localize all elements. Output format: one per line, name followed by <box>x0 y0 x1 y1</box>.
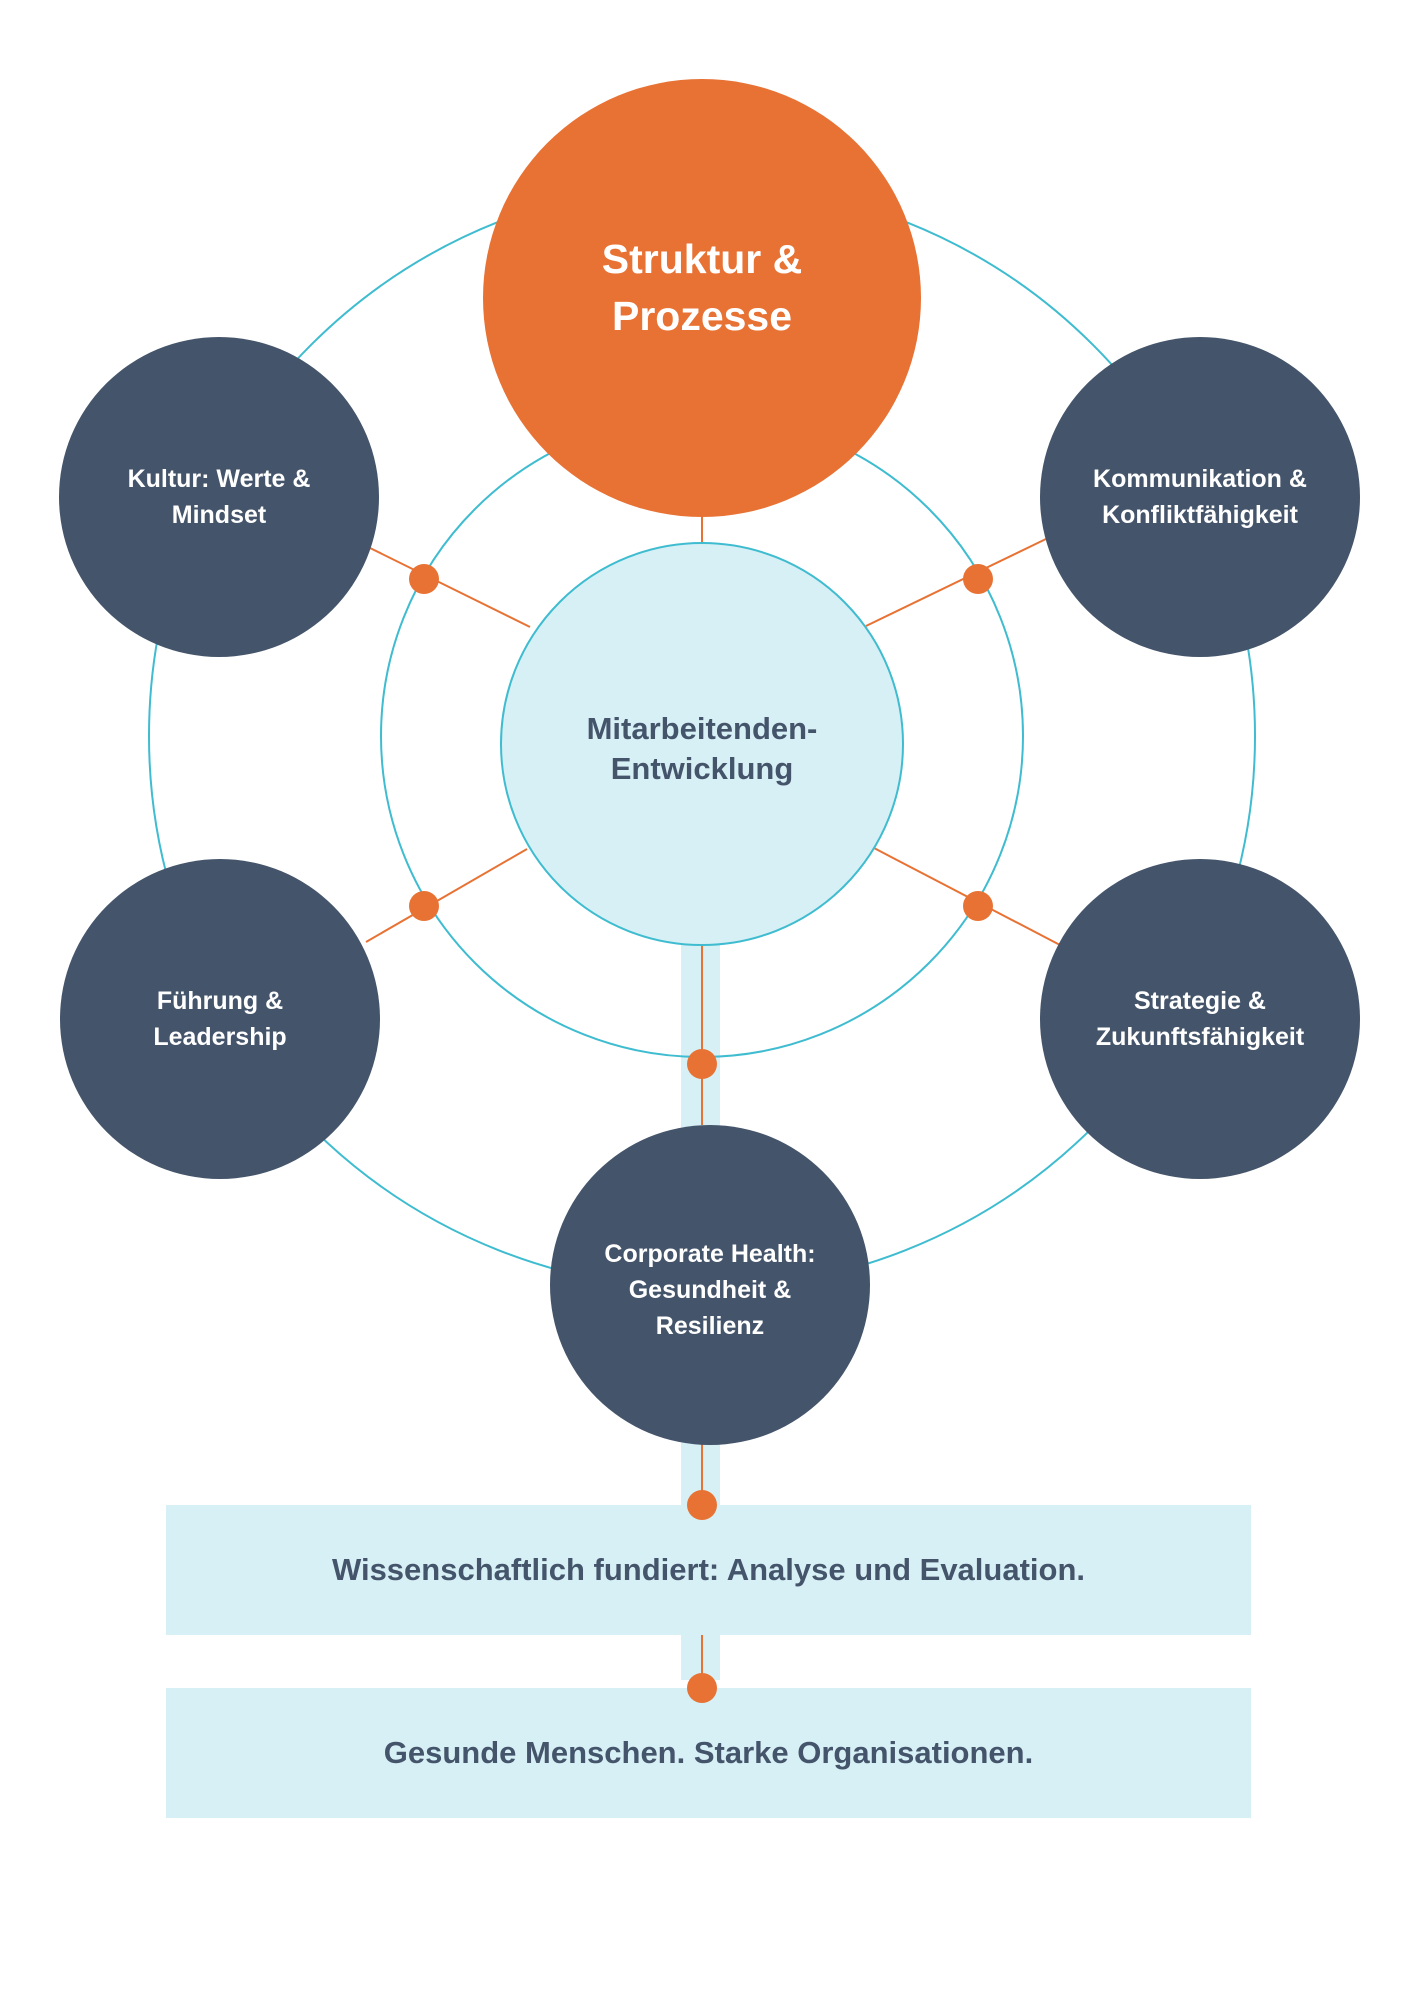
junction-dot <box>409 564 439 594</box>
top-node-circle <box>483 79 921 517</box>
health-node-label: Corporate Health: Gesundheit & Resilienz <box>604 1240 816 1340</box>
spoke-leadership <box>365 848 528 943</box>
culture-node-circle <box>59 337 379 657</box>
spoke-communication <box>865 537 1049 627</box>
spoke-culture <box>369 547 531 628</box>
center-node-label: Mitarbeitenden- Entwicklung <box>586 711 818 786</box>
science-banner-text: Wissenschaftlich fundiert: Analyse und E… <box>331 1552 1086 1587</box>
claim-banner-bg <box>166 1688 1251 1818</box>
leadership-node-circle <box>60 859 380 1179</box>
leadership-node-label: Führung & Leadership <box>153 987 287 1051</box>
junction-dot <box>687 1049 717 1079</box>
communication-node-label: Kommunikation & Konfliktfähigkeit <box>1093 465 1307 529</box>
junction-dot <box>687 1490 717 1520</box>
junction-dot <box>687 1673 717 1703</box>
health-node-circle <box>550 1125 870 1445</box>
junction-dot <box>963 891 993 921</box>
culture-node-label: Kultur: Werte & Mindset <box>127 465 311 529</box>
center-node-circle <box>500 542 904 946</box>
strategy-node-label: Strategie & Zukunftsfähigkeit <box>1095 987 1305 1051</box>
strategy-node-circle <box>1040 859 1360 1179</box>
top-node-label: Struktur & Prozesse <box>601 236 803 339</box>
junction-dot <box>409 891 439 921</box>
junction-dot <box>963 564 993 594</box>
communication-node-circle <box>1040 337 1360 657</box>
claim-banner-text: Gesunde Menschen. Starke Organisationen. <box>383 1735 1034 1770</box>
science-banner-bg <box>166 1505 1251 1635</box>
